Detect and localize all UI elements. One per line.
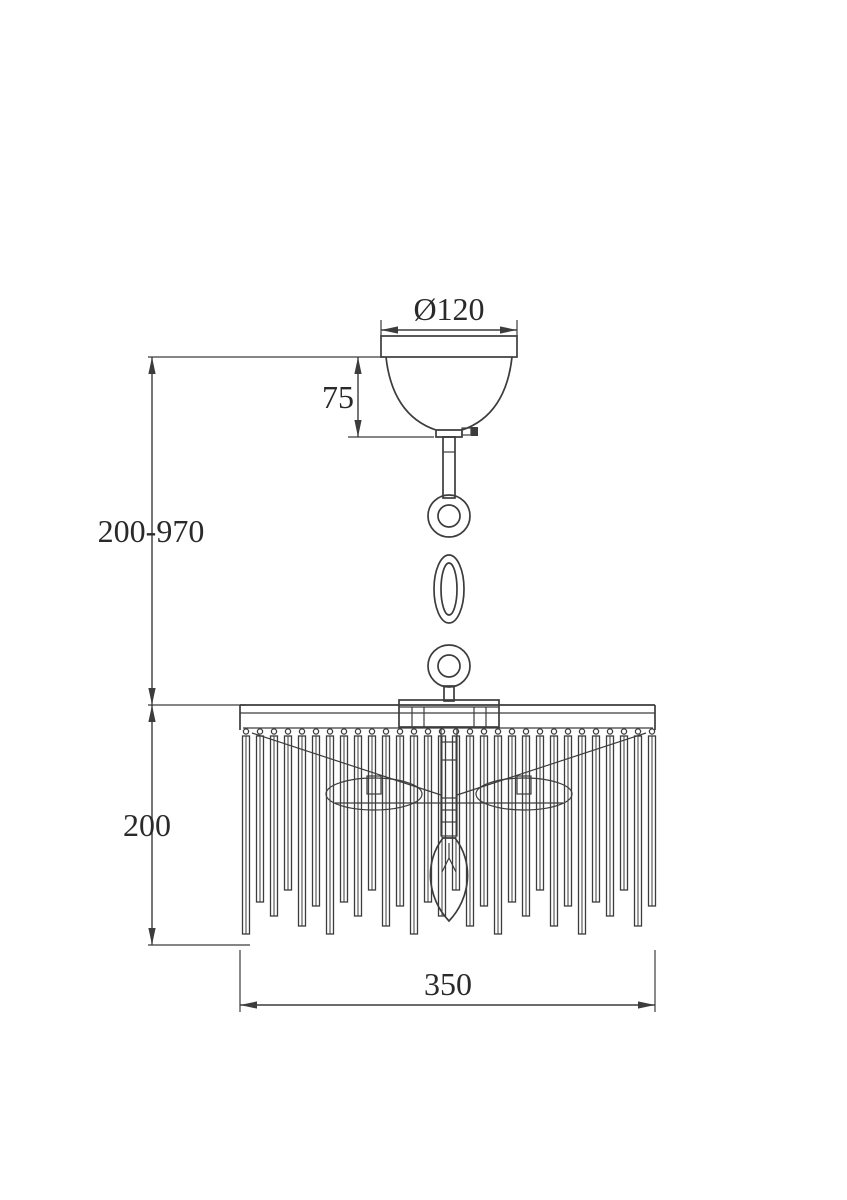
bulb-holder-left xyxy=(366,775,382,795)
rod-hook-icon xyxy=(592,728,600,735)
hanger-rod xyxy=(442,436,456,499)
rod-hook-icon xyxy=(578,728,586,735)
chain-ring-top-inner xyxy=(437,504,461,528)
rod-hook-icon xyxy=(480,728,488,735)
light-cluster xyxy=(325,726,573,923)
bulb-filament xyxy=(441,856,457,873)
arm-bobeche-right xyxy=(475,777,573,811)
rod-hook-icon xyxy=(256,728,264,735)
rod-hook-icon xyxy=(424,728,432,735)
chain-ring-bottom-outer xyxy=(427,644,471,688)
rod-hook-icon xyxy=(410,728,418,735)
rod-hook-icon xyxy=(466,728,474,735)
rod-hook-icon xyxy=(396,728,404,735)
rod-hook-icon xyxy=(536,728,544,735)
rod-hook-icon xyxy=(550,728,558,735)
canopy-top-plate xyxy=(380,335,518,358)
rod-hook-icon xyxy=(508,728,516,735)
rod-hook-icon xyxy=(312,728,320,735)
rod-hook-icon xyxy=(522,728,530,735)
chain-ring-bottom-inner xyxy=(437,654,461,678)
set-screw-head xyxy=(471,427,478,436)
canopy-bell xyxy=(385,356,513,438)
rod-hook-icon xyxy=(382,728,390,735)
chain-ring-top-outer xyxy=(427,494,471,538)
rod-hook-icon xyxy=(620,728,628,735)
rod-hook-icon xyxy=(648,728,656,735)
rod-hook-icon xyxy=(494,728,502,735)
arm-bobeche-left xyxy=(325,777,423,811)
rod-hook-icon xyxy=(438,728,446,735)
dimension-label-canopy-diameter: Ø120 xyxy=(413,291,484,327)
dim-shade-diameter: 350 xyxy=(239,950,656,1012)
rod-hook-icon xyxy=(340,728,348,735)
dim-canopy-diameter: Ø120 xyxy=(380,291,518,336)
dimension-label-shade-diameter: 350 xyxy=(424,966,472,1002)
dimension-label-canopy-height: 75 xyxy=(322,379,354,415)
suspension-chain xyxy=(427,436,471,702)
rod-hook-icon xyxy=(564,728,572,735)
rod-hook-icon xyxy=(354,728,362,735)
rod-hook-icon xyxy=(298,728,306,735)
bulb-holder-right xyxy=(516,775,532,795)
crystal-rods xyxy=(241,728,657,935)
rod-hook-icon xyxy=(368,728,376,735)
chain-connector xyxy=(443,685,455,702)
chain-link-inner xyxy=(440,562,458,616)
support-arm-left xyxy=(251,732,442,796)
rod-hook-icon xyxy=(452,728,460,735)
candle-bulb xyxy=(429,837,469,923)
center-column xyxy=(440,726,458,837)
dimension-label-suspension-height: 200-970 xyxy=(98,513,205,549)
support-arm-right xyxy=(456,732,647,796)
dim-suspension-height: 200-970 xyxy=(98,357,205,705)
chain-link-outer xyxy=(433,554,465,624)
dimension-label-shade-height: 200 xyxy=(123,807,171,843)
ceiling-canopy xyxy=(380,335,518,438)
rod-hook-icon xyxy=(606,728,614,735)
rod-hook-icon xyxy=(242,728,250,735)
rod-hook-icon xyxy=(326,728,334,735)
shade-drum xyxy=(239,699,657,935)
dim-canopy-height: 75 xyxy=(148,356,434,438)
rod-hook-icon xyxy=(270,728,278,735)
dim-shade-height: 200 xyxy=(123,704,250,946)
rod-hook-icon xyxy=(284,728,292,735)
rod-hook-icon xyxy=(634,728,642,735)
